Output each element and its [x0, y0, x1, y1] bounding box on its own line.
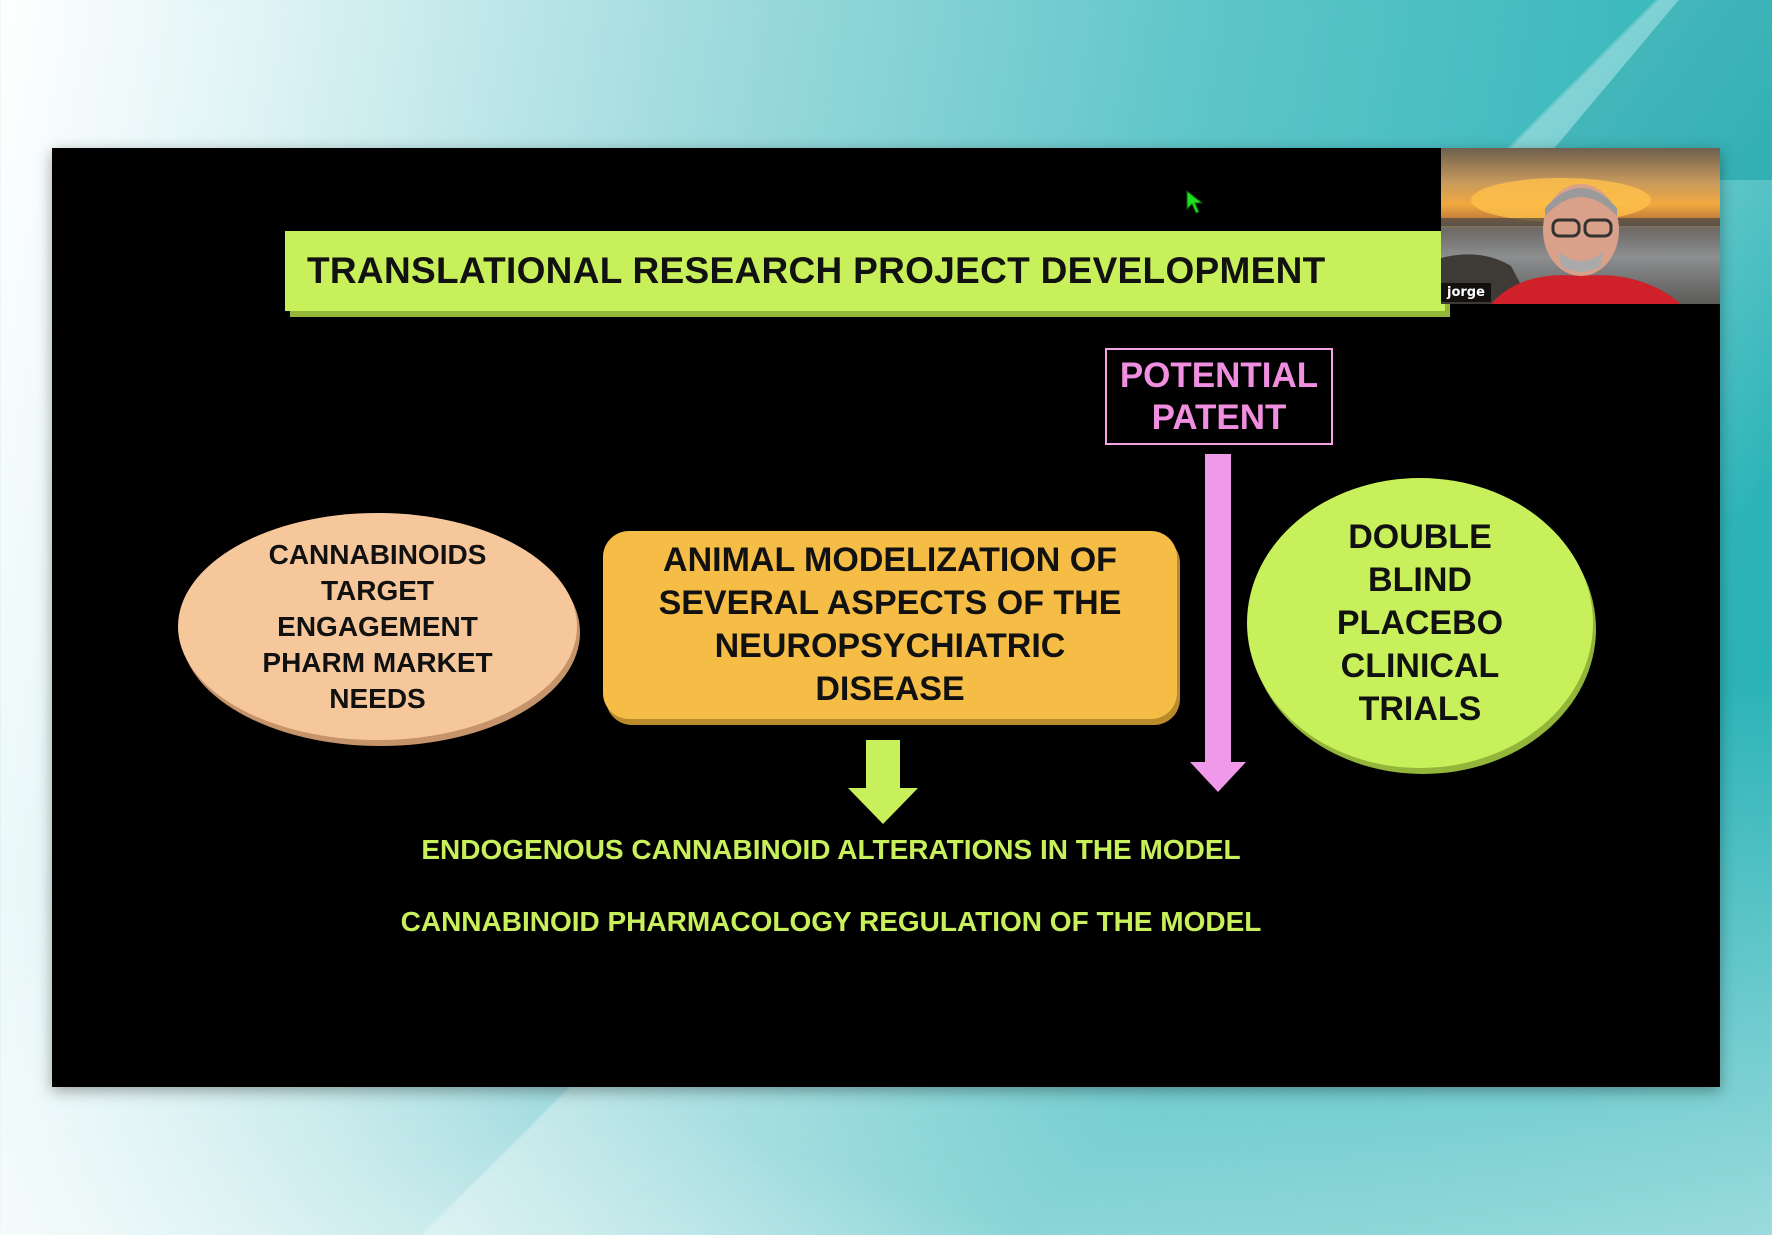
shared-screen: TRANSLATIONAL RESEARCH PROJECT DEVELOPME…: [52, 148, 1720, 1087]
patent-line-1: POTENTIAL: [1119, 355, 1319, 395]
left-ellipse-line: CANNABINOIDS: [268, 538, 487, 570]
flow-arrows: [848, 454, 1246, 824]
right-ellipse-line: BLIND: [1368, 560, 1472, 599]
patent-line-2: PATENT: [1151, 397, 1287, 437]
center-box-line: SEVERAL ASPECTS OF THE: [658, 584, 1122, 622]
left-ellipse-line: TARGET: [320, 574, 435, 606]
right-ellipse-line: PLACEBO: [1336, 603, 1504, 642]
animal-modelization-box: ANIMAL MODELIZATION OF SEVERAL ASPECTS O…: [603, 531, 1177, 719]
participant-video[interactable]: jorge: [1441, 148, 1720, 304]
right-ellipse-line: DOUBLE: [1348, 517, 1492, 556]
pink-down-arrow-icon: [1190, 454, 1246, 792]
right-ellipse-line: TRIALS: [1358, 689, 1482, 728]
cannabinoids-target-ellipse: CANNABINOIDS TARGET ENGAGEMENT PHARM MAR…: [178, 513, 577, 740]
green-down-arrow-icon: [848, 740, 918, 824]
left-ellipse-line: NEEDS: [329, 682, 426, 714]
center-box-line: ANIMAL MODELIZATION OF: [663, 541, 1117, 579]
left-ellipse-line: ENGAGEMENT: [277, 610, 478, 642]
slide-title: TRANSLATIONAL RESEARCH PROJECT DEVELOPME…: [307, 250, 1326, 291]
pointer-cursor-icon: [1186, 190, 1204, 214]
right-ellipse-line: CLINICAL: [1340, 646, 1500, 685]
endogenous-alterations-text: ENDOGENOUS CANNABINOID ALTERATIONS IN TH…: [421, 834, 1241, 865]
potential-patent-box: POTENTIAL PATENT: [1105, 348, 1333, 445]
left-ellipse-line: PHARM MARKET: [262, 646, 493, 678]
pharmacology-regulation-text: CANNABINOID PHARMACOLOGY REGULATION OF T…: [400, 906, 1262, 937]
slide-title-bar: TRANSLATIONAL RESEARCH PROJECT DEVELOPME…: [285, 231, 1445, 311]
clinical-trials-ellipse: DOUBLE BLIND PLACEBO CLINICAL TRIALS: [1247, 478, 1593, 768]
center-box-line: NEUROPSYCHIATRIC: [714, 627, 1066, 665]
participant-name-label: jorge: [1441, 283, 1491, 302]
center-box-line: DISEASE: [815, 670, 965, 708]
